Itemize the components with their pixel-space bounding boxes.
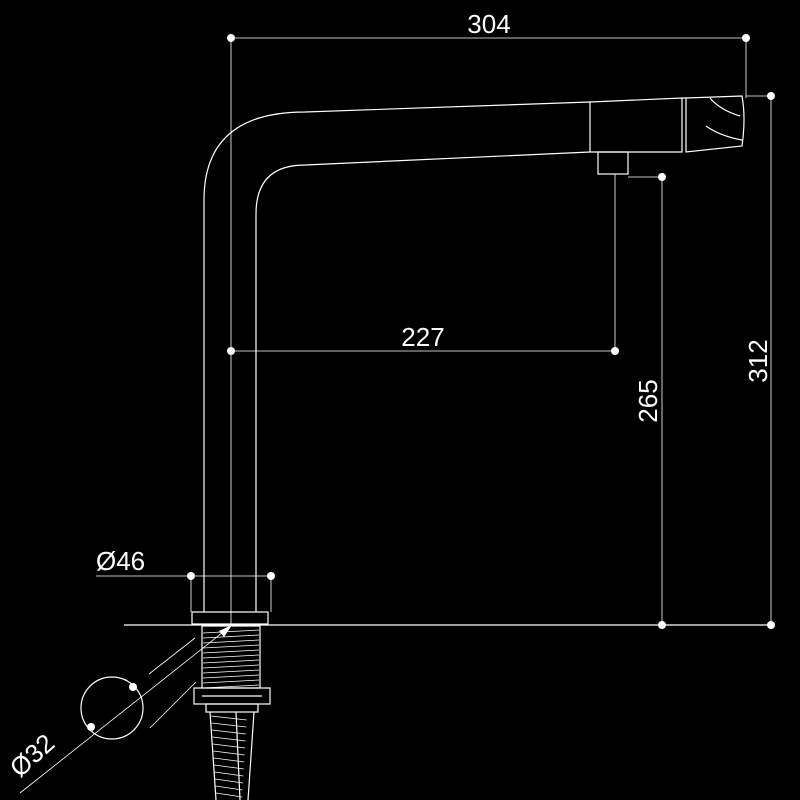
braid-line xyxy=(214,771,244,777)
thread-line xyxy=(202,649,260,654)
hose-braid xyxy=(211,715,247,798)
braid-line xyxy=(215,785,243,791)
total-height-label: 312 xyxy=(743,339,773,382)
supply-hoses xyxy=(209,711,255,800)
shank-section-circle xyxy=(80,676,144,740)
braid-line xyxy=(212,729,246,735)
thread-line xyxy=(202,644,260,649)
aerator-outlet xyxy=(597,151,629,175)
spout-nozzle xyxy=(685,95,745,153)
braid-line xyxy=(212,743,246,749)
braid-line xyxy=(213,750,245,756)
dimension-base-diameter: Ø46 xyxy=(96,546,275,612)
width-label: 304 xyxy=(467,9,510,39)
spout-head xyxy=(589,97,683,153)
braid-line xyxy=(211,715,247,721)
outlet-height-label: 265 xyxy=(633,379,663,422)
thread-line xyxy=(202,674,260,679)
faucet-body xyxy=(191,95,745,625)
thread-line xyxy=(202,659,260,664)
base-ring xyxy=(191,611,269,625)
thread-line xyxy=(202,679,260,684)
spout-outer-contour xyxy=(203,101,591,612)
braid-line xyxy=(211,722,247,728)
braid-line xyxy=(214,764,244,770)
nozzle-slot-upper xyxy=(709,97,741,117)
dimension-265: 265 xyxy=(628,173,666,629)
dimension-312: 312 xyxy=(743,92,775,629)
dimension-arrowhead xyxy=(219,625,232,637)
thread-line xyxy=(202,639,260,644)
reach-label: 227 xyxy=(401,322,444,352)
lower-washer xyxy=(205,703,259,713)
thread-line xyxy=(202,664,260,669)
braid-line xyxy=(215,792,243,798)
base-diameter-label: Ø46 xyxy=(96,546,145,576)
thread-line xyxy=(202,669,260,674)
dimension-304: 304 xyxy=(227,9,750,625)
dimension-227: 227 xyxy=(227,174,619,355)
spout-inner-contour xyxy=(255,151,591,612)
braid-line xyxy=(214,778,244,784)
thread-line xyxy=(202,629,260,634)
braid-line xyxy=(213,757,245,763)
nozzle-slot-lower xyxy=(705,125,743,141)
thread-line xyxy=(202,654,260,659)
thread-lines xyxy=(202,629,260,689)
mounting-shank xyxy=(193,625,271,800)
thread-line xyxy=(202,634,260,639)
braid-line xyxy=(212,736,246,742)
